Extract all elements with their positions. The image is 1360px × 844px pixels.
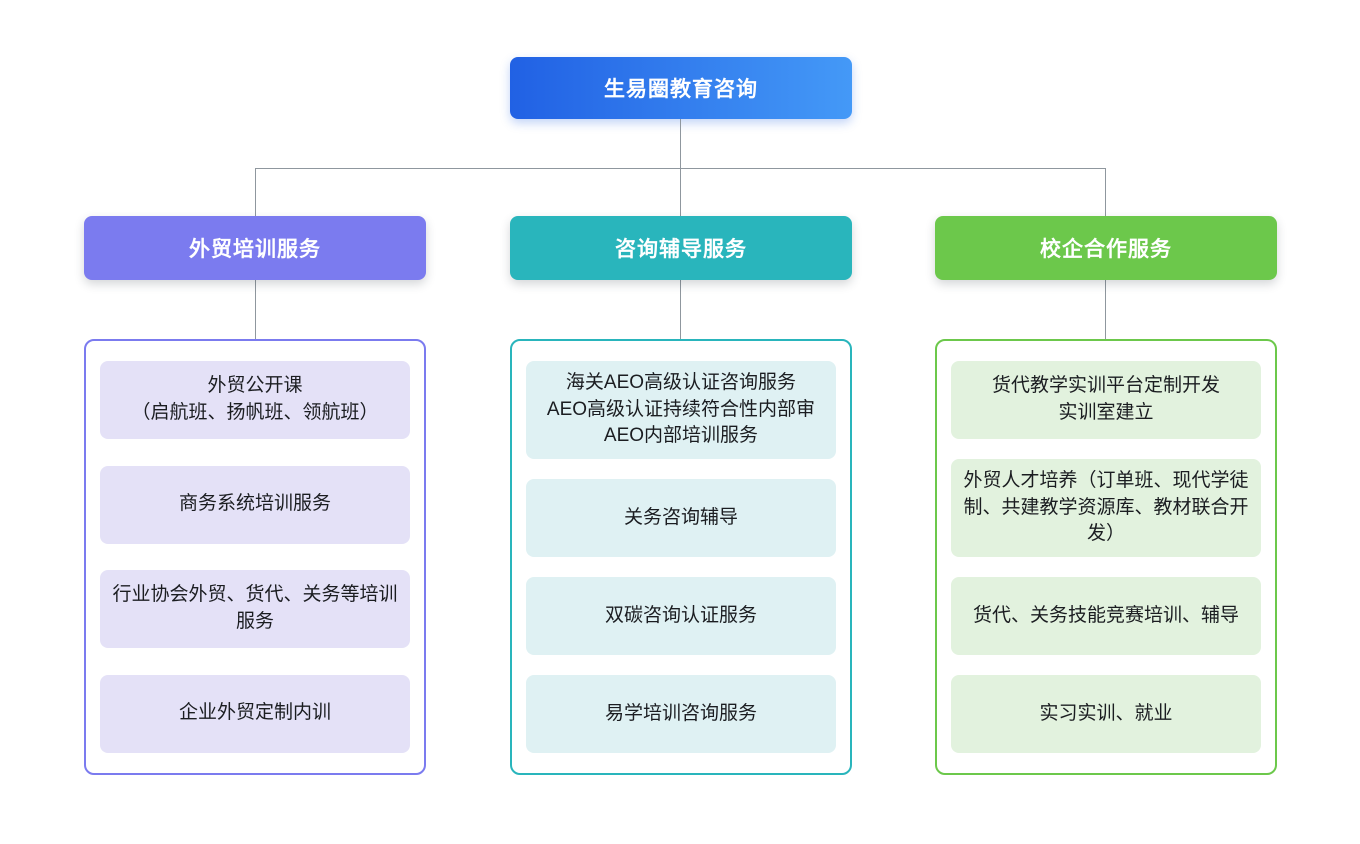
root-node: 生易圈教育咨询 <box>510 57 852 119</box>
branch-item: 双碳咨询认证服务 <box>526 577 836 655</box>
branch-header-school-enterprise: 校企合作服务 <box>935 216 1277 280</box>
branch-header-consulting-coaching: 咨询辅导服务 <box>510 216 852 280</box>
branch-container-trade-training: 外贸公开课 （启航班、扬帆班、领航班） 商务系统培训服务 行业协会外贸、货代、关… <box>84 339 426 775</box>
branch-item: 行业协会外贸、货代、关务等培训服务 <box>100 570 410 649</box>
connector-drop-branch-2 <box>680 168 681 216</box>
branch-item: 货代、关务技能竞赛培训、辅导 <box>951 577 1261 655</box>
connector-drop-branch-3 <box>1105 168 1106 216</box>
branch-item: 外贸人才培养（订单班、现代学徒制、共建教学资源库、教材联合开发） <box>951 459 1261 557</box>
branch-item: 实习实训、就业 <box>951 675 1261 753</box>
connector-header-to-list-1 <box>255 280 256 340</box>
branch-item: 海关AEO高级认证咨询服务 AEO高级认证持续符合性内部审 AEO内部培训服务 <box>526 361 836 459</box>
branch-item: 外贸公开课 （启航班、扬帆班、领航班） <box>100 361 410 439</box>
branch-header-trade-training: 外贸培训服务 <box>84 216 426 280</box>
branch-item: 关务咨询辅导 <box>526 479 836 557</box>
branch-item: 商务系统培训服务 <box>100 465 410 544</box>
connector-header-to-list-3 <box>1105 280 1106 340</box>
connector-root-stem <box>680 119 681 168</box>
branch-item: 企业外贸定制内训 <box>100 674 410 753</box>
branch-container-consulting-coaching: 海关AEO高级认证咨询服务 AEO高级认证持续符合性内部审 AEO内部培训服务 … <box>510 339 852 775</box>
connector-header-to-list-2 <box>680 280 681 340</box>
branch-container-school-enterprise: 货代教学实训平台定制开发 实训室建立 外贸人才培养（订单班、现代学徒制、共建教学… <box>935 339 1277 775</box>
branch-item: 货代教学实训平台定制开发 实训室建立 <box>951 361 1261 439</box>
connector-drop-branch-1 <box>255 168 256 216</box>
branch-item: 易学培训咨询服务 <box>526 675 836 753</box>
